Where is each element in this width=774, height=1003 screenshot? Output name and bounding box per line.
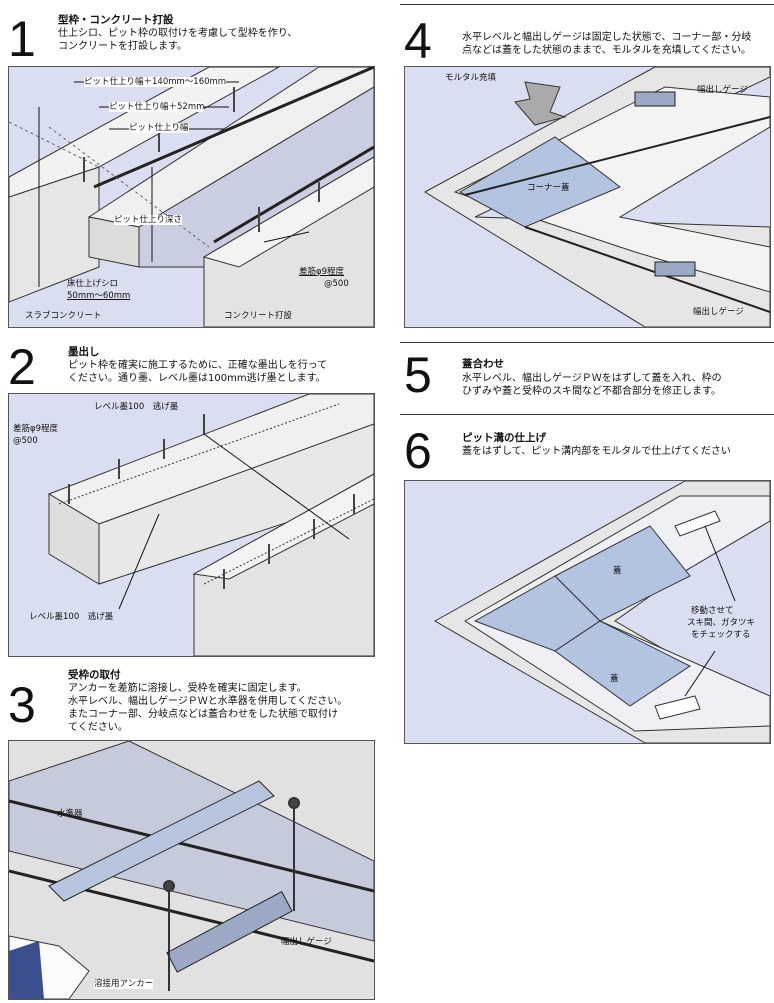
- step-6-number: 6: [404, 423, 432, 479]
- step-3-desc-2: 水平レベル、幅出しゲージＰＷと水準器を併用してください。: [68, 696, 348, 707]
- step-6-label-check2: スキ間、ガタツキ: [687, 618, 756, 628]
- step-1-title: 型枠・コンクリート打設: [58, 14, 174, 26]
- step-1-label-w3: ピット仕上り幅: [129, 123, 189, 133]
- divider-top: [400, 4, 774, 5]
- step-1-label-floor2: 50mm～60mm: [67, 291, 131, 301]
- step-3-desc-1: アンカーを差筋に溶接し、受枠を確実に固定します。: [68, 683, 307, 694]
- step-6-desc-1: 蓋をはずして、ピット溝内部をモルタルで仕上げてください: [462, 446, 731, 457]
- step-1-label-depth: ピット仕上り深さ: [114, 215, 183, 225]
- step-2-label-level-bottom: レベル墨100 逃げ墨: [29, 612, 114, 622]
- step-1-label-rebar1: 差筋φ9程度: [299, 267, 345, 277]
- step-6-label-lid1: 蓋: [613, 566, 622, 576]
- step-3-desc-3: またコーナー部、分岐点などは蓋合わせをした状態で取付け: [68, 709, 338, 720]
- step-3-title: 受枠の取付: [68, 669, 121, 681]
- step-1-desc-2: コンクリートを打設します。: [58, 41, 187, 52]
- step-2-number: 2: [8, 339, 36, 395]
- step-2-illustration: 差筋φ9程度 @500 レベル墨100 逃げ墨 レベル墨100 逃げ墨: [8, 393, 375, 657]
- step-1-label-rebar2: @500: [324, 279, 349, 289]
- step-4-label-gauge-bottom: 幅出しゲージ: [693, 307, 744, 317]
- step-2-label-rebar1: 差筋φ9程度: [13, 424, 59, 434]
- step-3-illustration: 水準器 幅出しゲージ 溶接用アンカー: [8, 740, 375, 1000]
- step-6-illustration: 蓋 蓋 移動させて スキ間、ガタツキ をチェックする: [404, 480, 771, 744]
- step-1-label-w2: ピット仕上り幅＋52mm: [109, 102, 205, 112]
- step-4-label-mortar: モルタル充填: [445, 73, 497, 83]
- step-4-label-corner: コーナー蓋: [527, 183, 570, 193]
- step-6-label-check3: をチェックする: [691, 630, 751, 640]
- step-3-desc-4: てください。: [68, 722, 128, 733]
- step-3-label-level: 水準器: [57, 809, 83, 819]
- step-1-label-concrete: コンクリート打設: [224, 311, 293, 321]
- step-6-label-check1: 移動させて: [691, 606, 734, 616]
- step-4-label-gauge-top: 幅出しゲージ: [697, 85, 748, 95]
- step-2-label-level-top: レベル墨100 逃げ墨: [94, 402, 179, 412]
- step-1-label-slab: スラブコンクリート: [25, 311, 102, 321]
- step-2-desc-1: ピット枠を確実に施工するために、正確な墨出しを行って: [68, 360, 328, 371]
- step-1-illustration: ピット仕上り幅＋140mm～160mm ピット仕上り幅＋52mm ピット仕上り幅…: [8, 66, 375, 328]
- step-2-desc-2: ください。通り墨、レベル墨は100mm逃げ墨とします。: [68, 373, 326, 384]
- step-2-title: 墨出し: [68, 346, 100, 358]
- step-2-label-rebar2: @500: [13, 436, 38, 446]
- step-1-number: 1: [8, 11, 36, 67]
- step-5-desc-2: ひずみや蓋と受枠のスキ間など不都合部分を修正します。: [462, 386, 721, 397]
- step-5-number: 5: [404, 347, 432, 403]
- step-6-title: ピット溝の仕上げ: [462, 432, 546, 444]
- step-1-label-floor1: 床仕上げシロ: [67, 279, 119, 289]
- step-4-illustration: モルタル充填 幅出しゲージ コーナー蓋 幅出しゲージ: [404, 66, 771, 328]
- divider-step-6: [400, 414, 774, 415]
- step-1-desc-1: 仕上シロ、ピット枠の取付けを考慮して型枠を作り、: [58, 28, 298, 39]
- step-4-desc-1: 水平レベルと幅出しゲージは固定した状態で、コーナー部・分岐: [462, 32, 752, 43]
- step-3-label-gauge: 幅出しゲージ: [281, 937, 332, 947]
- step-1-label-w1: ピット仕上り幅＋140mm～160mm: [84, 77, 227, 87]
- step-3-label-anchor: 溶接用アンカー: [94, 979, 154, 989]
- step-4-number: 4: [404, 13, 432, 69]
- step-6-label-lid2: 蓋: [610, 674, 619, 684]
- step-5-title: 蓋合わせ: [462, 358, 504, 370]
- step-4-desc-2: 点などは蓋をした状態のままで、モルタルを充填してください。: [462, 45, 751, 56]
- step-5-desc-1: 水平レベル、幅出しゲージＰＷをはずして蓋を入れ、枠の: [462, 373, 722, 384]
- step-3-number: 3: [8, 677, 36, 733]
- divider-step-5: [400, 342, 774, 343]
